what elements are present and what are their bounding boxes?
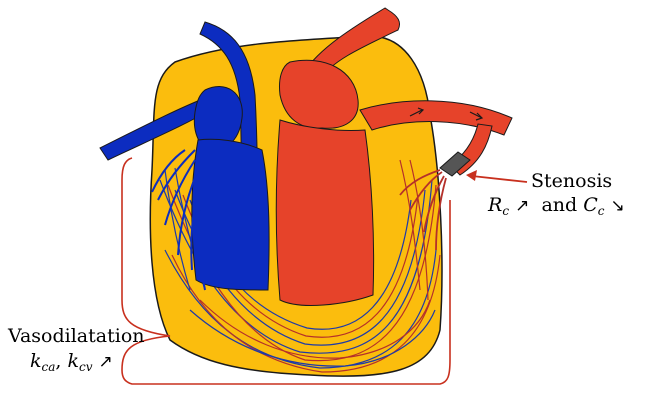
left-ventricle <box>276 120 373 305</box>
vasodilatation-formula: kca, kcv ↗ <box>30 352 113 373</box>
vasodilatation-title: Vasodilatation <box>8 327 145 346</box>
stenosis-formula: Rc ↗ and Cc ↘ <box>488 196 625 217</box>
stenosis-title: Stenosis <box>531 172 612 191</box>
right-ventricle <box>192 139 269 290</box>
stenosis-arrow <box>466 170 527 182</box>
